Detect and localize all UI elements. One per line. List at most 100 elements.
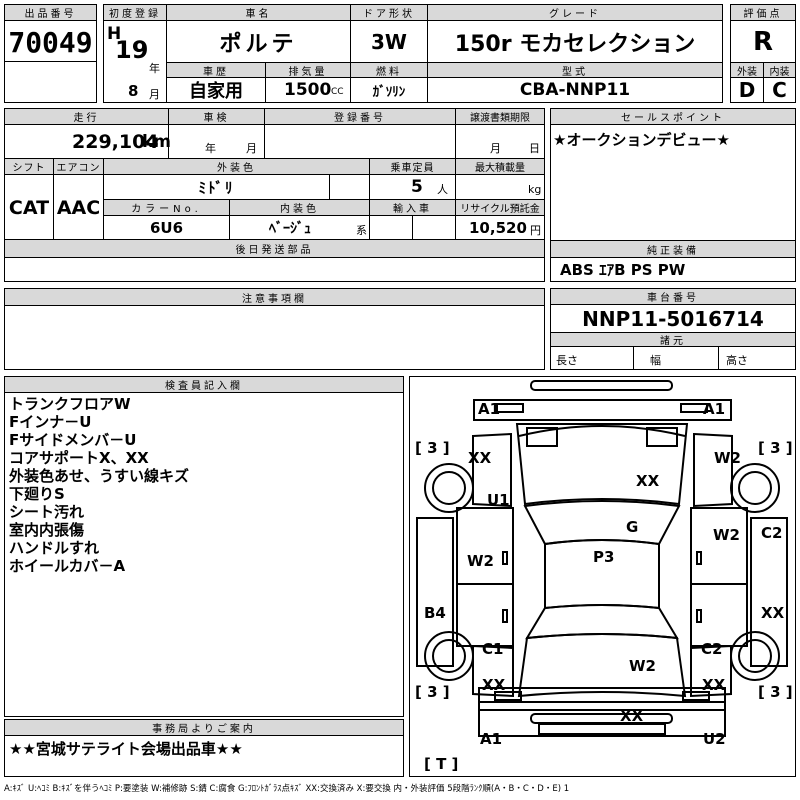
model-cell — [427, 77, 723, 103]
load-label: 最大積載量 — [455, 158, 545, 175]
car-name-label: 車名 — [166, 4, 351, 21]
model-label: 型式 — [427, 62, 723, 78]
right-front-door — [690, 507, 748, 585]
inspection-year-unit: 年 — [205, 142, 216, 155]
office-label: 事務局よりご案内 — [4, 719, 404, 736]
recycle-label: リサイクル預託金 — [455, 199, 545, 216]
right-front-fender — [693, 432, 733, 508]
mark-a1-front-right: A1 — [703, 400, 726, 418]
mark-p3-roof: P3 — [593, 548, 615, 566]
car-diagram-frame — [409, 376, 796, 777]
wheel-front-right — [730, 463, 780, 513]
mark-w2-right-door: W2 — [713, 526, 740, 544]
height-cell — [718, 346, 796, 370]
chassis-label: 車台番号 — [550, 288, 796, 305]
int-cell — [763, 77, 796, 103]
month-unit: 月 — [149, 88, 160, 101]
mark-xx-left-quarter: XX — [482, 676, 506, 694]
displacement-label: 排気量 — [265, 62, 351, 78]
wheel-front-left-inner — [432, 471, 466, 505]
later-parts-label: 後日発送部品 — [4, 239, 545, 258]
front-light-left — [496, 403, 524, 413]
wheel-rear-right-inner — [738, 639, 772, 673]
mileage-label: 走行 — [4, 108, 169, 125]
capacity-label: 乗車定員 — [369, 158, 456, 175]
import-cell — [369, 215, 413, 240]
chassis: NNP11-5016714 — [582, 306, 764, 331]
wheel-rear-left — [424, 631, 474, 681]
aircon: AAC — [56, 197, 101, 219]
left-rear-fender — [472, 644, 514, 698]
width-cell — [633, 346, 719, 370]
equipment-cell — [550, 257, 796, 282]
mark-xx-hood: XX — [636, 472, 660, 490]
notes-cell — [4, 305, 545, 370]
model: CBA-NNP11 — [519, 80, 631, 100]
recycle-unit: 円 — [530, 224, 541, 237]
score: R — [752, 27, 774, 57]
int-label: 内装 — [763, 62, 796, 78]
left-door-handle — [502, 551, 508, 565]
shift: CAT — [8, 197, 50, 219]
mark-c2-right-door: C2 — [761, 524, 783, 542]
displacement: 1500 — [284, 80, 332, 100]
ext-score: D — [738, 78, 756, 102]
mark-a1-front-left: A1 — [478, 400, 501, 418]
mark-w2-right-fender: W2 — [714, 449, 741, 467]
windshield-outline — [523, 500, 681, 546]
rear-lower-outline — [530, 713, 673, 724]
specs-label: 諸元 — [550, 332, 796, 347]
mileage: 229,104 — [72, 131, 159, 153]
front-bumper-outline — [473, 399, 732, 421]
int-score: C — [772, 78, 787, 102]
fuel-label: 燃料 — [350, 62, 428, 78]
reg-number-label: 登録番号 — [264, 108, 456, 125]
width-label: 幅 — [650, 354, 661, 367]
inspector-line: 外装色あせ、うすい線キズ — [9, 467, 190, 485]
right-rear-fender — [690, 644, 732, 698]
left-rear-door — [456, 583, 514, 647]
equipment: ABS ｴｱB PS PW — [560, 261, 686, 279]
first-reg-label: 初度登録 — [103, 4, 167, 21]
inspector-cell — [4, 392, 404, 717]
wheel-front-left — [424, 463, 474, 513]
shift-label: シフト — [4, 158, 54, 175]
equipment-label: 純正装備 — [550, 240, 796, 258]
load-unit: kg — [528, 182, 542, 196]
reg-number-cell — [264, 124, 456, 159]
underbody-outline — [478, 701, 726, 737]
right-rear-door — [690, 583, 748, 647]
interior-color-label: 内装色 — [229, 199, 370, 216]
mark-xx-right-quarter: XX — [702, 676, 726, 694]
sales-point-label: セールスポイント — [550, 108, 796, 125]
color-no-label: カラーNo. — [103, 199, 230, 216]
right-door-handle — [696, 551, 702, 565]
legend: A:ｷｽﾞ U:ﾍｺﾐ B:ｷｽﾞを伴うﾍｺﾐ P:要塗装 W:補修跡 S:錆 … — [4, 784, 570, 794]
history-label: 車歴 — [166, 62, 266, 78]
color-label: 外装色 — [103, 158, 370, 175]
mark-u1-left-door: U1 — [487, 491, 510, 509]
inspector-line: Fインナ－U — [9, 413, 92, 431]
import-cell-2 — [412, 215, 456, 240]
hood-inner-right — [646, 427, 678, 447]
mileage-unit: km — [142, 132, 172, 152]
inspector-label: 検査員記入欄 — [4, 376, 404, 393]
mark-w2-back-door: W2 — [629, 657, 656, 675]
history: 自家用 — [189, 81, 243, 102]
tire-bottom-right: [ 3 ] — [758, 683, 793, 701]
color: ﾐﾄﾞﾘ — [198, 178, 235, 197]
era: H — [107, 24, 122, 44]
transfer-label: 譲渡書類期限 — [455, 108, 545, 125]
office-cell — [4, 735, 404, 777]
color-extra-cell — [329, 174, 370, 200]
left-side-panel — [416, 517, 454, 667]
capacity-unit: 人 — [437, 183, 448, 196]
sales-point: ★オークションデビュー★ — [553, 130, 730, 149]
tire-top-right: [ 3 ] — [758, 439, 793, 457]
mark-a1-rear-left: A1 — [480, 730, 503, 748]
license-plate — [538, 723, 666, 735]
mark-xx-left-fender: XX — [468, 449, 492, 467]
mark-b4-left-rear: B4 — [424, 604, 446, 622]
inspector-line: トランクフロアW — [9, 395, 131, 413]
